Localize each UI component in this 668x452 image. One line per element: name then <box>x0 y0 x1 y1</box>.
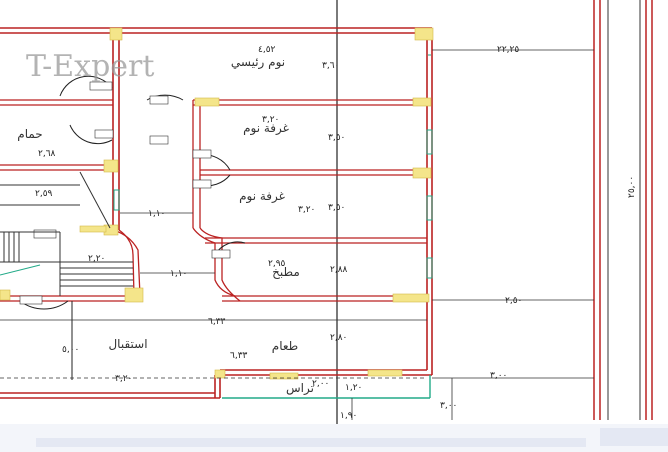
boundary-lines <box>336 0 653 452</box>
dim-d13: ٢,٢٠ <box>88 254 105 264</box>
dim-d24: ١,٩٠ <box>340 411 357 421</box>
dim-d18: ٦,٣٣ <box>230 351 248 361</box>
dim-d16: ٢,٨٠ <box>330 333 347 343</box>
dim-d7: ٣,٢٠ <box>298 205 315 215</box>
dim-d12: ١,١٠ <box>170 269 187 279</box>
staircase <box>0 171 133 296</box>
dim-d4: ٣,٥٠ <box>328 133 345 143</box>
footer-strip-right <box>600 428 668 446</box>
dim-d22: ٣,٠٠ <box>490 371 507 381</box>
dim-d2: ٣,٦٠ <box>322 61 339 71</box>
dim-d21: ١,٢٠ <box>345 383 362 393</box>
windows <box>0 54 433 399</box>
dim-d14: ٢,٥٠ <box>505 296 522 306</box>
room-labels: نوم رئيسي غرفة نوم غرفة نوم مطبخ حمام اس… <box>17 55 314 396</box>
doors <box>19 75 246 380</box>
dimension-lines <box>0 49 594 420</box>
dim-d8: ٢,٥٩ <box>35 189 53 199</box>
dim-d3: ٣,٢٠ <box>262 115 279 125</box>
wall-joints <box>0 27 434 380</box>
room-bedroom-2: غرفة نوم <box>239 189 285 204</box>
room-bathroom: حمام <box>17 127 42 141</box>
dim-d20: ٢,٠٠ <box>312 379 329 389</box>
dim-d23: ٣,٠٠ <box>440 401 457 411</box>
dim-d15: ٦,٣٣ <box>208 317 226 327</box>
dim-d25: ٢٢,٢٥ <box>497 45 519 55</box>
dim-d6: ٣,٥٠ <box>328 203 345 213</box>
footer-strip-left <box>36 438 586 447</box>
room-kitchen: مطبخ <box>272 265 300 279</box>
dim-d10: ٢,٩٥ <box>268 259 286 269</box>
dim-d5: ٢,٦٨ <box>38 149 56 159</box>
room-terrace: تراس <box>286 381 314 396</box>
dim-d9: ١,١٠ <box>148 209 165 219</box>
dim-d11: ٢,٨٨ <box>330 265 348 275</box>
interior-walls <box>0 99 427 302</box>
room-master-bedroom: نوم رئيسي <box>231 55 285 70</box>
room-bedroom-1: غرفة نوم <box>243 121 289 136</box>
dimension-labels: ٤,٥٢ ٣,٦٠ ٣,٢٠ ٣,٥٠ ٢,٦٨ ٣,٥٠ ٣,٢٠ ٢,٥٩ … <box>35 45 637 421</box>
watermark: T-Expert <box>26 49 154 84</box>
dim-d26: ٢٥,٠٠ <box>627 176 637 198</box>
dim-d17: ٥,٠٠ <box>62 345 79 355</box>
dim-d19: ٣,٢٠ <box>115 374 132 384</box>
room-dining: طعام <box>272 339 298 353</box>
door-tags <box>19 81 231 305</box>
dim-d1: ٤,٥٢ <box>258 45 276 55</box>
room-reception: استقبال <box>108 337 147 351</box>
